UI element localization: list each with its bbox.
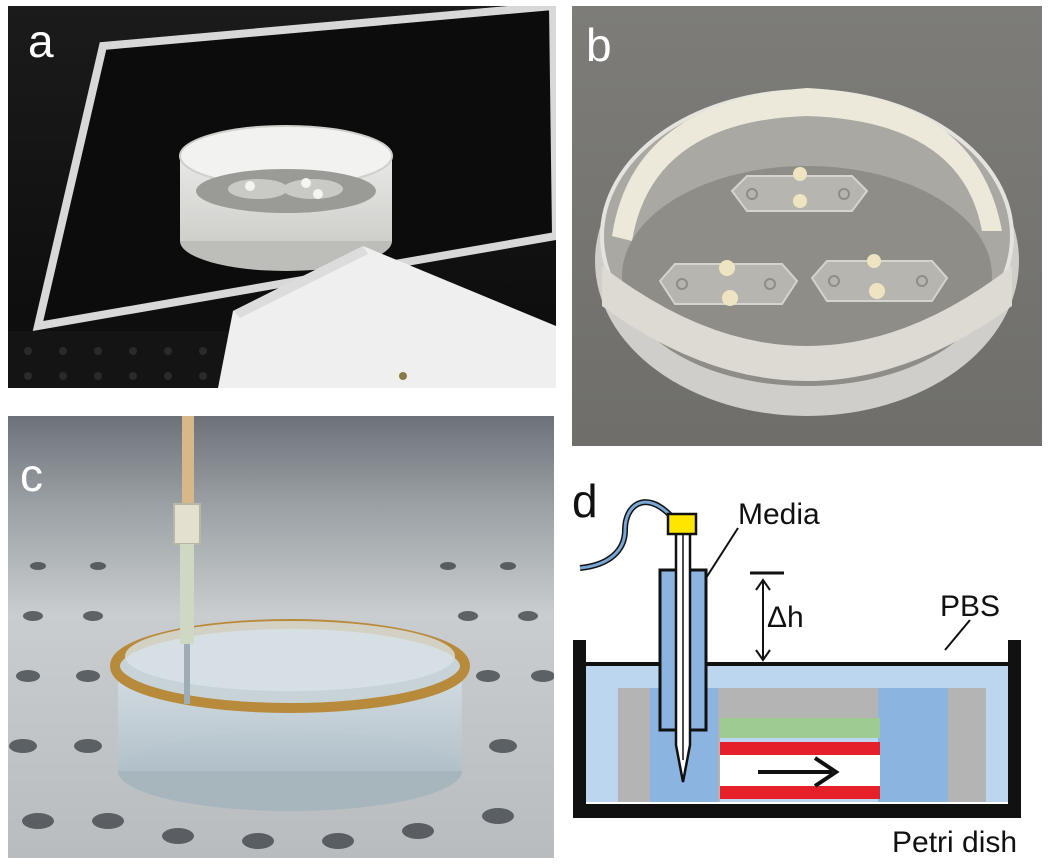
outlet-well bbox=[878, 688, 948, 802]
pbs-leader-line bbox=[944, 619, 971, 651]
panel-label-c: c bbox=[20, 449, 43, 501]
photo-a-image bbox=[8, 6, 556, 388]
panel-label-d: d bbox=[572, 475, 598, 527]
panel-label-a: a bbox=[28, 15, 54, 67]
schematic-panel-d: d Media Δh PBS Petri dish bbox=[570, 470, 1050, 866]
photo-c-image bbox=[8, 416, 554, 858]
schematic-d-drawing bbox=[573, 499, 1021, 818]
channel-bottom-red bbox=[720, 786, 880, 799]
photo-panel-a: a bbox=[8, 6, 556, 388]
luer-connector bbox=[666, 512, 698, 536]
delta-h-label: Δh bbox=[767, 601, 804, 634]
petri-dish-walls bbox=[573, 640, 1021, 818]
media-leader-line bbox=[705, 527, 739, 579]
chip-center-gray bbox=[720, 688, 880, 718]
panel-label-b: b bbox=[586, 19, 612, 71]
pbs-label: PBS bbox=[940, 590, 1001, 623]
photo-panel-b: b bbox=[572, 6, 1042, 446]
channel-green-layer bbox=[720, 718, 880, 738]
flow-arrow bbox=[758, 756, 840, 788]
petri-dish-label: Petri dish bbox=[892, 826, 1018, 859]
channel-top-red bbox=[720, 742, 880, 755]
photo-panel-c: c bbox=[8, 416, 554, 858]
media-label: Media bbox=[738, 498, 820, 531]
photo-b-image bbox=[572, 6, 1042, 446]
chip-body-right bbox=[942, 688, 986, 802]
